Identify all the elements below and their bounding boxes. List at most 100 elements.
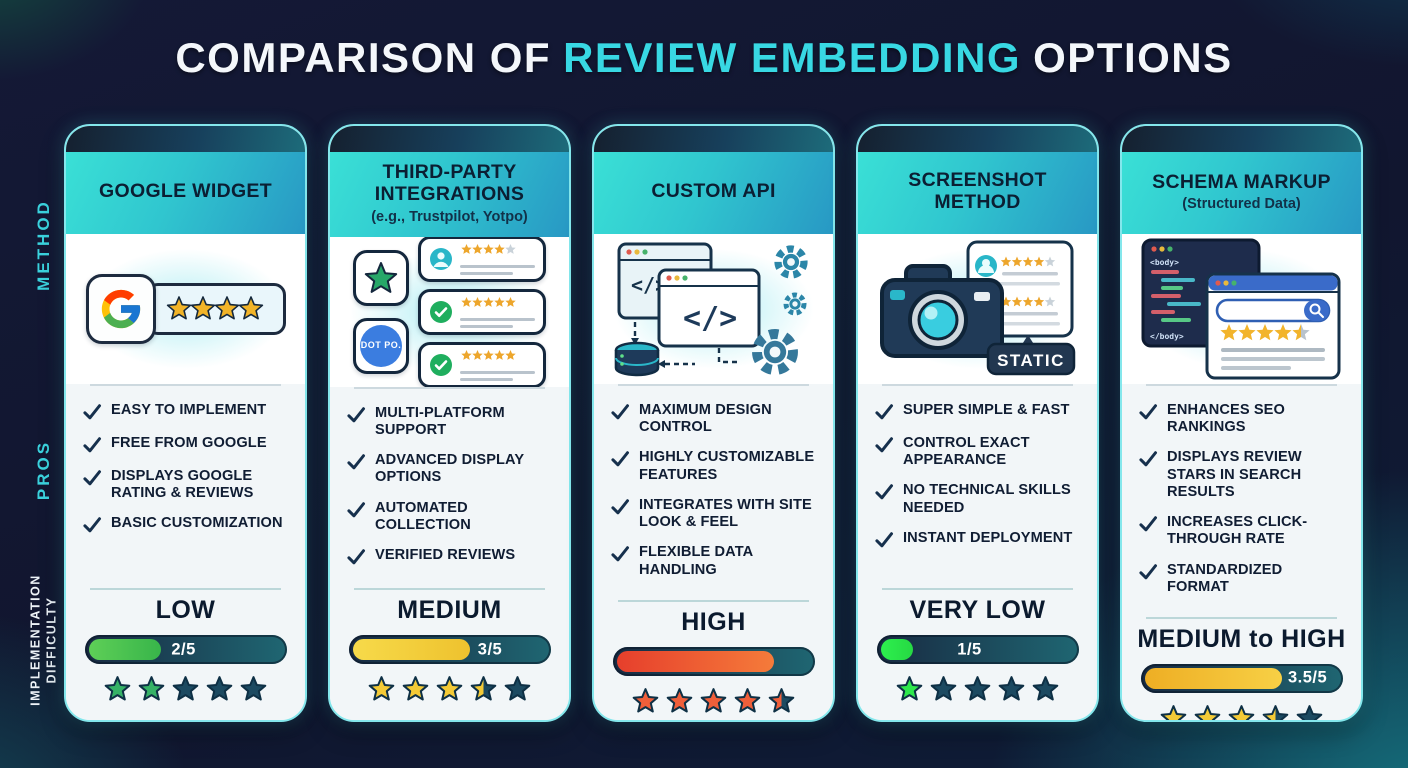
- card-top-strip: [858, 126, 1097, 152]
- review-card: [418, 288, 546, 335]
- pro-item: HIGHLY CUSTOMIZABLE FEATURES: [610, 449, 819, 483]
- difficulty-score: 1/5: [957, 640, 982, 658]
- checkmark-icon: [1139, 404, 1157, 420]
- method-illustration: </> </>: [594, 234, 833, 384]
- text-line: [460, 370, 535, 374]
- row-label-pros: PROS: [34, 439, 53, 501]
- google-review-widget-illustration: [85, 274, 286, 344]
- divider: [618, 384, 809, 386]
- pro-text: INCREASES CLICK-THROUGH RATE: [1167, 514, 1308, 548]
- method-title: GOOGLE WIDGET: [99, 180, 272, 203]
- star-icon: [1228, 705, 1255, 720]
- method-illustration: [66, 234, 305, 384]
- mini-stars-icon: [461, 349, 516, 360]
- difficulty-score: 3/5: [477, 640, 503, 658]
- trustpilot-star-icon: [364, 261, 398, 293]
- verified-check-icon: [430, 300, 452, 323]
- pro-item: AUTOMATED COLLECTION: [346, 500, 555, 534]
- difficulty-section: MEDIUM 3/5: [330, 590, 569, 720]
- checkmark-icon: [611, 546, 629, 562]
- star-icon: [104, 676, 131, 701]
- difficulty-stars: [330, 675, 569, 702]
- difficulty-stars: [1122, 704, 1361, 720]
- star-icon: [734, 687, 761, 713]
- difficulty-bar: 3.5/5: [1140, 663, 1343, 693]
- pro-item: MAXIMUM DESIGN CONTROL: [610, 402, 819, 436]
- divider: [354, 386, 545, 389]
- divider: [1146, 384, 1337, 386]
- star-icon: [666, 687, 693, 713]
- checkmark-icon: [611, 499, 629, 515]
- checkmark-icon: [83, 404, 101, 420]
- gold-stars-icon: [166, 296, 263, 320]
- rating-stars-pill: [145, 283, 286, 335]
- custom-api-illustration: </> </>: [614, 242, 808, 377]
- pro-text: VERIFIED REVIEWS: [375, 546, 516, 563]
- checkmark-icon: [347, 549, 365, 565]
- comparison-cards: GOOGLE WIDGET EASY TO IMPLEMENT FREE FROM…: [64, 124, 1363, 722]
- pro-item: VERIFIED REVIEWS: [346, 547, 555, 567]
- row-label-method: METHOD: [34, 199, 53, 291]
- difficulty-label: LOW: [155, 596, 216, 624]
- yotpo-logo-text: DOT PO.: [360, 324, 402, 367]
- checkmark-icon: [875, 437, 893, 453]
- divider: [90, 384, 281, 386]
- star-icon: [368, 676, 395, 701]
- difficulty-bar: 2/5: [84, 635, 287, 664]
- divider: [1146, 616, 1337, 619]
- star-icon: [930, 676, 957, 701]
- pro-text: INSTANT DEPLOYMENT: [903, 529, 1073, 546]
- difficulty-stars: [594, 687, 833, 714]
- method-card-screenshot-method: SCREENSHOT METHOD STATIC SUPER S: [856, 124, 1099, 722]
- star-icon: [138, 676, 165, 701]
- card-header: GOOGLE WIDGET: [66, 152, 305, 234]
- pro-text: SUPER SIMPLE & FAST: [903, 402, 1070, 418]
- difficulty-score: 3.5/5: [1287, 668, 1328, 687]
- star-icon: [964, 676, 991, 701]
- card-top-strip: [330, 126, 569, 152]
- star-icon: [1296, 705, 1323, 720]
- method-card-schema-markup: SCHEMA MARKUP (Structured Data) <body> <…: [1120, 124, 1363, 722]
- text-line: [460, 317, 535, 321]
- text-line: [460, 324, 513, 328]
- pro-text: INTEGRATES WITH SITE LOOK & FEEL: [639, 496, 812, 531]
- divider: [882, 384, 1073, 386]
- difficulty-section: LOW 2/5: [66, 590, 305, 720]
- checkmark-icon: [611, 404, 629, 420]
- card-top-strip: [1122, 126, 1361, 152]
- difficulty-section: MEDIUM to HIGH 3.5/5: [1122, 618, 1361, 720]
- divider: [882, 588, 1073, 590]
- pro-text: MAXIMUM DESIGN CONTROL: [639, 402, 772, 436]
- star-icon: [206, 676, 233, 701]
- pro-text: FREE FROM GOOGLE: [111, 435, 267, 451]
- card-header: THIRD-PARTY INTEGRATIONS (e.g., Trustpil…: [330, 152, 569, 237]
- pro-item: EASY TO IMPLEMENT: [82, 402, 291, 422]
- pro-item: INCREASES CLICK-THROUGH RATE: [1138, 514, 1347, 548]
- star-icon: [504, 676, 531, 701]
- review-card: [418, 236, 546, 282]
- difficulty-bar-fill: [616, 650, 775, 672]
- difficulty-section: VERY LOW 1/5: [858, 590, 1097, 720]
- svg-text:<body>: <body>: [1150, 258, 1179, 267]
- pro-text: DISPLAYS REVIEW STARS IN SEARCH RESULTS: [1167, 449, 1302, 500]
- difficulty-label: HIGH: [681, 607, 746, 636]
- star-icon: [1032, 676, 1059, 701]
- avatar-icon: [430, 247, 452, 270]
- title-suffix: OPTIONS: [1033, 34, 1233, 81]
- star-icon: [240, 676, 267, 701]
- star-icon: [1160, 705, 1187, 720]
- title-highlight: REVIEW EMBEDDING: [563, 34, 1022, 81]
- pro-item: DISPLAYS GOOGLE RATING & REVIEWS: [82, 468, 291, 502]
- card-top-strip: [66, 126, 305, 152]
- card-header: SCREENSHOT METHOD: [858, 152, 1097, 234]
- star-icon: [1262, 705, 1289, 720]
- pro-item: FREE FROM GOOGLE: [82, 435, 291, 455]
- pro-item: SUPER SIMPLE & FAST: [874, 402, 1083, 422]
- pro-item: DISPLAYS REVIEW STARS IN SEARCH RESULTS: [1138, 449, 1347, 501]
- trustpilot-star-logo: [353, 249, 409, 306]
- pros-list: MAXIMUM DESIGN CONTROL HIGHLY CUSTOMIZABL…: [594, 386, 833, 600]
- difficulty-bar: [612, 646, 815, 676]
